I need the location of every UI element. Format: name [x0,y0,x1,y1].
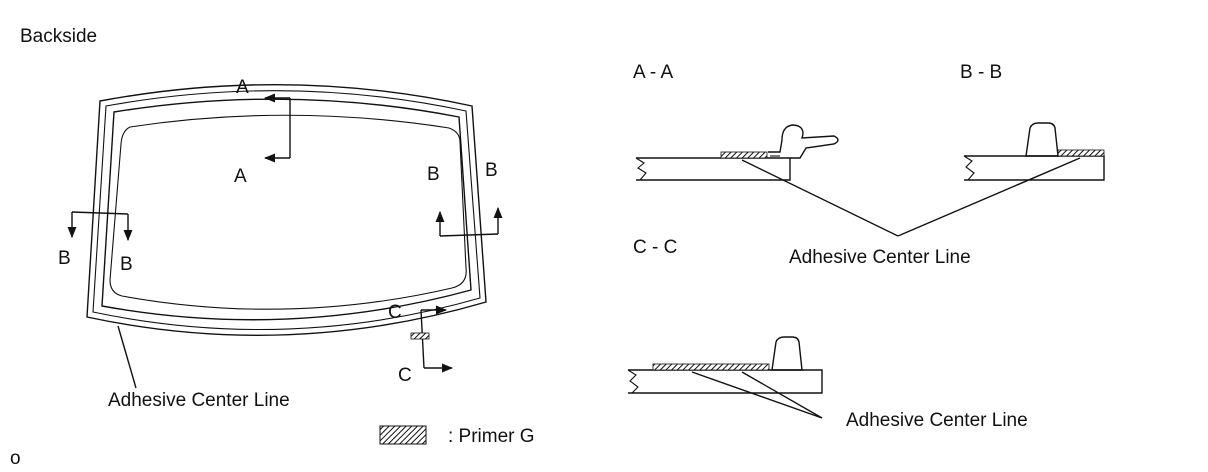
windshield-glass [86,83,487,337]
section-label-c-bottom: C [398,365,412,386]
section-label-b-right-1: B [427,164,440,185]
legend-label: : Primer G [448,426,535,447]
section-title-cc: C - C [633,237,677,258]
adhesive-label-shared: Adhesive Center Line [789,247,971,268]
section-label-c-top: C [388,302,402,323]
section-label-b-right-2: B [485,160,498,181]
section-cut-b-left [67,211,133,242]
section-cut-b-right [435,206,503,237]
section-cc-drawing [627,336,823,419]
section-label-a-top: A [236,77,249,98]
section-cut-a [263,93,291,163]
section-label-b-left-2: B [120,254,133,275]
section-label-a-bottom: A [234,166,247,187]
section-bb-drawing [963,122,1105,181]
adhesive-label-cc: Adhesive Center Line [846,410,1028,431]
adhesive-leader-shared [741,157,1081,237]
adhesive-leader-left [117,325,137,389]
diagram-title: Backside [20,26,97,47]
section-label-b-left-1: B [58,248,71,269]
footer-marker: o [10,448,21,469]
section-cut-c [410,305,454,373]
adhesive-label-left: Adhesive Center Line [108,390,290,411]
section-title-bb: B - B [960,62,1002,83]
section-aa-drawing [635,124,839,181]
primer-swatch [379,425,427,445]
section-title-aa: A - A [633,62,673,83]
